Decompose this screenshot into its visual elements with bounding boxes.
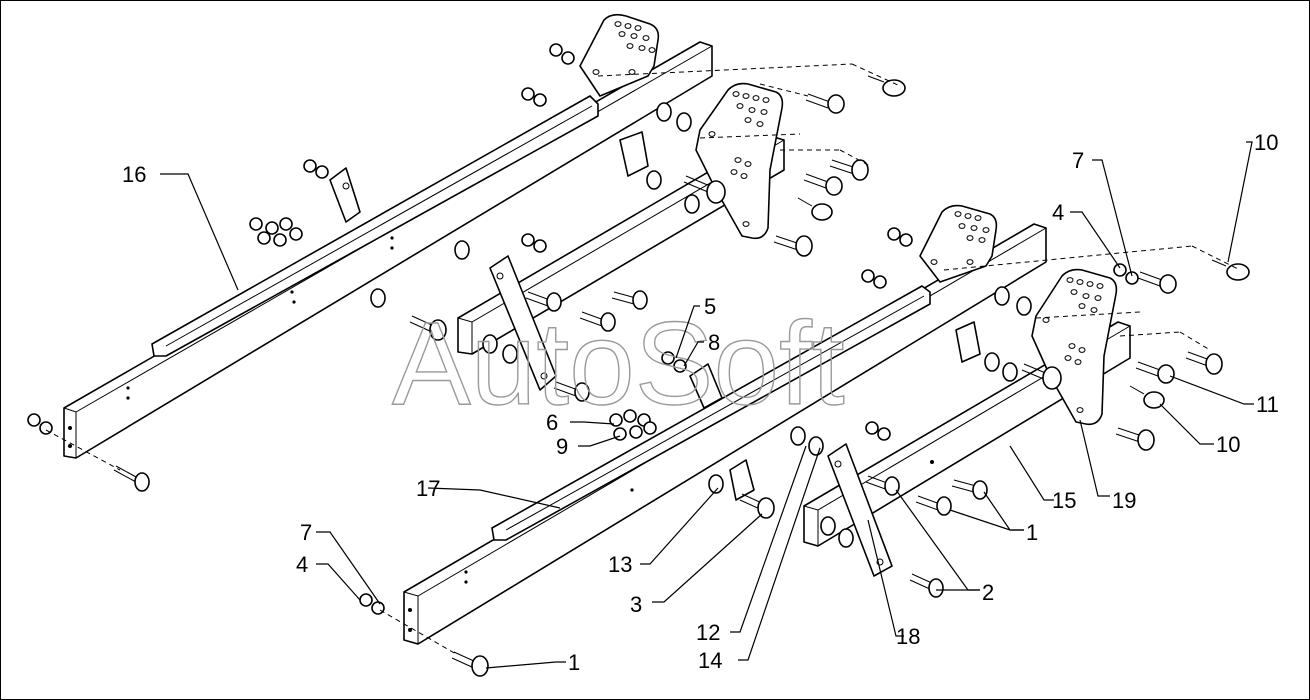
hitch-plate-lower-front-19: [1031, 268, 1118, 426]
bolt: [865, 475, 900, 496]
strut-plate-upper: [489, 255, 557, 391]
bolt: [113, 465, 150, 492]
bracket-upper-rear: [619, 131, 649, 177]
callout-7-left: 7: [300, 520, 312, 545]
bolt: [525, 291, 562, 312]
hitch-pin: [1135, 361, 1175, 384]
hitch-plate-lower-rear: [919, 204, 998, 283]
nut-washer: [661, 351, 687, 373]
callout-1-right: 1: [1026, 520, 1038, 545]
bolt: [829, 159, 869, 181]
callout-2: 2: [982, 580, 994, 605]
nut-washer: [1113, 263, 1139, 285]
callout-4-left: 4: [296, 552, 308, 577]
bolt-fasteners: [113, 159, 1223, 677]
bolt: [579, 311, 616, 332]
bolt: [451, 651, 489, 677]
callout-15: 15: [1052, 488, 1076, 513]
hitch-pin: [805, 93, 845, 114]
assembly-lines: [45, 63, 1241, 655]
nut-washer: [359, 593, 385, 615]
hitch-plate-upper-front: [695, 82, 784, 240]
upper-beam-reinforcement-strip: [151, 95, 599, 357]
bracket-lower-right: [955, 321, 981, 363]
callout-labels: 16 17 15 19 18 1 1 2 3 4 4 5 6 7 7 8 9 1…: [122, 130, 1279, 675]
hitch-pin: [803, 173, 843, 196]
callout-12: 12: [696, 620, 720, 645]
bolt: [739, 493, 775, 519]
callout-6: 6: [546, 410, 558, 435]
callout-19: 19: [1112, 488, 1136, 513]
callout-11: 11: [1256, 392, 1279, 417]
callout-8: 8: [708, 330, 720, 355]
callout-4-right: 4: [1052, 200, 1064, 225]
bolt: [909, 573, 944, 598]
nut-washer: [249, 217, 303, 247]
nut-washer: [303, 159, 329, 179]
nut-washer: [27, 413, 53, 435]
lock-ring: [1211, 259, 1250, 281]
callout-13: 13: [608, 552, 632, 577]
hitch-pin: [1137, 271, 1177, 294]
callout-7-right: 7: [1072, 148, 1084, 173]
bolt: [951, 479, 988, 500]
callout-16: 16: [122, 162, 146, 187]
leader-lines: [160, 141, 1254, 669]
nut-washer: [521, 87, 547, 107]
bolt: [1021, 363, 1062, 390]
nut-washer: [609, 409, 657, 441]
nut-washer: [521, 233, 547, 253]
lower-beam-reinforcement-strip: [491, 285, 931, 541]
callout-18: 18: [896, 624, 920, 649]
nut-washer: [549, 43, 575, 65]
bolt: [915, 495, 952, 516]
watermark-text: AutoSoft: [392, 298, 845, 430]
bolt: [773, 235, 813, 257]
callout-10-bottom: 10: [1216, 432, 1240, 457]
bracket-lower-mid: [689, 363, 755, 501]
callout-3: 3: [630, 592, 642, 617]
lock-ring: [797, 197, 833, 221]
nut-washer: [861, 269, 887, 289]
lock-ring: [867, 75, 906, 97]
lock-ring: [1129, 385, 1165, 409]
callout-9: 9: [556, 434, 568, 459]
callout-10-top: 10: [1254, 130, 1278, 155]
nut-washer: [887, 227, 913, 247]
bolt: [683, 175, 726, 204]
nut-washer: [865, 421, 891, 441]
hitch-pins-and-rings: [797, 75, 1250, 409]
bushings: [370, 102, 1032, 548]
callout-14: 14: [698, 648, 722, 673]
bolt: [611, 290, 648, 310]
bolt: [409, 315, 447, 341]
callout-5: 5: [704, 294, 716, 319]
bolt: [553, 381, 590, 402]
bolt: [1115, 427, 1155, 451]
bracket-upper-left: [329, 167, 361, 223]
bolt: [1185, 351, 1223, 375]
callout-17: 17: [416, 476, 440, 501]
callout-1-bottom: 1: [568, 650, 580, 675]
strut-plate-lower-18: [827, 443, 893, 577]
